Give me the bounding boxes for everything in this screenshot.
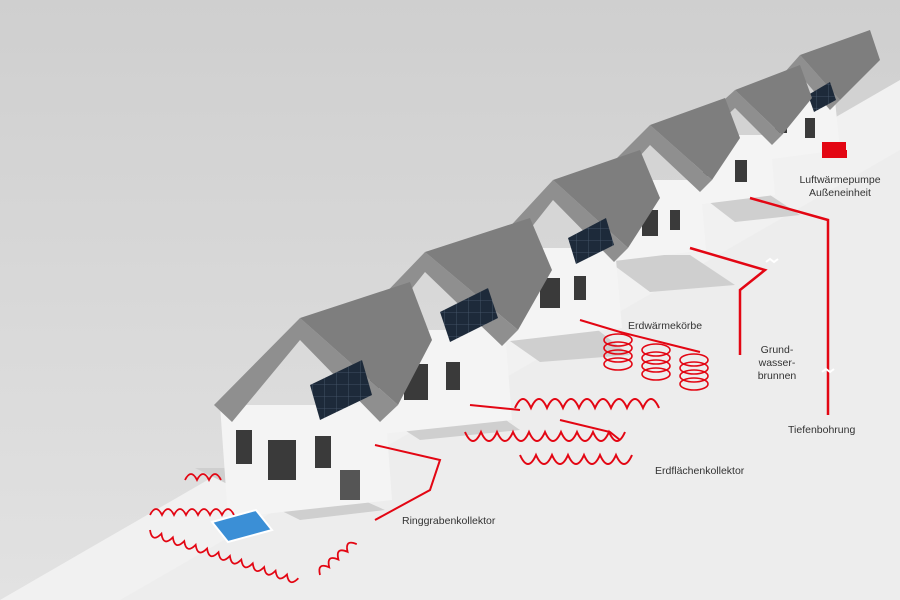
ground-basket-2 — [641, 343, 671, 381]
groundwater-label-line3: brunnen — [757, 370, 797, 382]
horizontal-collector-loops-top — [514, 398, 660, 411]
trench-collector-coil-right — [318, 541, 358, 576]
horizontal-collector-loops-bottom — [464, 429, 626, 442]
house-1 — [214, 282, 432, 518]
air-heat-pump-label-line1: Luftwärmepumpe — [799, 174, 881, 186]
deep-borehole-pipe — [749, 196, 830, 415]
horizontal-collector-label: Erdflächenkollektor — [655, 465, 745, 477]
groundwater-label-line1: Grund- — [760, 344, 794, 356]
trench-collector-coil-top — [184, 473, 222, 483]
ground-basket-pipe — [579, 319, 701, 353]
horizontal-collector-manifold — [559, 419, 621, 441]
house-3 — [490, 150, 660, 342]
ground-baskets-label: Erdwärmekörbe — [628, 320, 703, 332]
ground-basket-1 — [603, 333, 633, 371]
deep-borehole-label: Tiefenbohrung — [788, 424, 856, 436]
ground-basket-3 — [679, 353, 709, 391]
groundwater-break-mark — [765, 257, 779, 264]
air-heat-pump-label: Luftwärmepumpe Außeneinheit — [790, 174, 890, 200]
trench-collector-feed — [374, 444, 442, 521]
trench-collector-coil-left — [149, 508, 235, 518]
trench-collector-label: Ringgrabenkollektor — [402, 515, 496, 527]
groundwater-label-line2: wasser- — [758, 357, 796, 369]
air-heat-pump-outdoor-unit — [822, 142, 846, 158]
groundwater-label: Grund- wasser- brunnen — [748, 344, 806, 383]
deep-borehole-break-mark — [821, 367, 835, 374]
trench-collector-coil-bottom — [149, 529, 300, 584]
air-heat-pump-label-line2: Außeneinheit — [809, 187, 871, 199]
horizontal-collector-loops-lower — [519, 452, 633, 465]
pool — [210, 508, 274, 544]
horizontal-collector-feed — [469, 404, 521, 411]
